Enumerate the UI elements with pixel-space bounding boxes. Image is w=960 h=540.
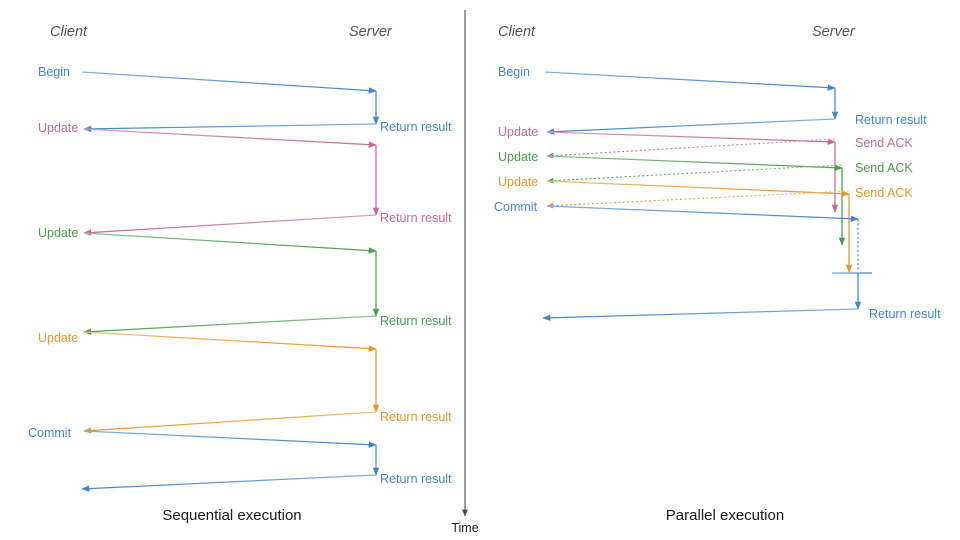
message-label-sequential-7: Return result [380,410,452,424]
flow-begin-request [81,71,377,94]
message-label-sequential-5: Return result [380,314,452,328]
message-label-parallel-8: Commit [494,200,538,214]
flow-commit-return [542,308,859,322]
flow-update2-request [546,155,843,171]
flow-begin-return [83,123,377,133]
panel-caption-sequential: Sequential execution [162,507,301,524]
flow-update2-request [83,232,377,254]
panel-sequential-flows [81,71,380,492]
flow-update1-request [546,131,836,145]
panel-parallel-flows [542,71,872,322]
flow-update3-request [546,180,850,197]
message-label-sequential-0: Begin [38,65,70,79]
panel-caption-parallel: Parallel execution [666,507,784,524]
lane-header-client: Client [498,24,536,40]
flow-update2-return [83,315,377,335]
message-label-parallel-1: Return result [855,113,927,127]
message-label-sequential-9: Return result [380,472,452,486]
flow-update3-request [83,331,377,352]
message-label-sequential-1: Return result [380,120,452,134]
message-label-parallel-7: Send ACK [855,186,913,200]
flow-update3-ack [546,190,850,209]
flow-update3-return [83,411,377,434]
message-label-sequential-4: Update [38,226,78,240]
flow-commit-request [83,430,377,448]
flow-commit-return [81,474,377,492]
flow-begin-request [544,71,836,91]
lane-header-server: Server [349,24,393,40]
message-label-parallel-3: Send ACK [855,136,913,150]
message-label-parallel-9: Return result [869,307,941,321]
time-axis: Time [451,10,479,535]
lane-header-server: Server [812,24,856,40]
message-label-sequential-6: Update [38,331,78,345]
lane-header-client: Client [50,24,88,40]
flow-begin-return [546,118,836,135]
message-label-parallel-6: Update [498,175,538,189]
flow-commit-request [546,205,859,222]
message-label-parallel-2: Update [498,125,538,139]
flow-update1-request [83,128,377,148]
flow-update1-ack [546,138,836,159]
message-label-sequential-8: Commit [28,426,72,440]
flow-update2-ack [546,164,843,184]
flow-update1-return [83,214,377,236]
message-label-parallel-0: Begin [498,65,530,79]
message-label-parallel-5: Send ACK [855,161,913,175]
message-label-sequential-2: Update [38,121,78,135]
message-label-parallel-4: Update [498,150,538,164]
time-axis-label: Time [451,521,478,535]
message-label-sequential-3: Return result [380,211,452,225]
